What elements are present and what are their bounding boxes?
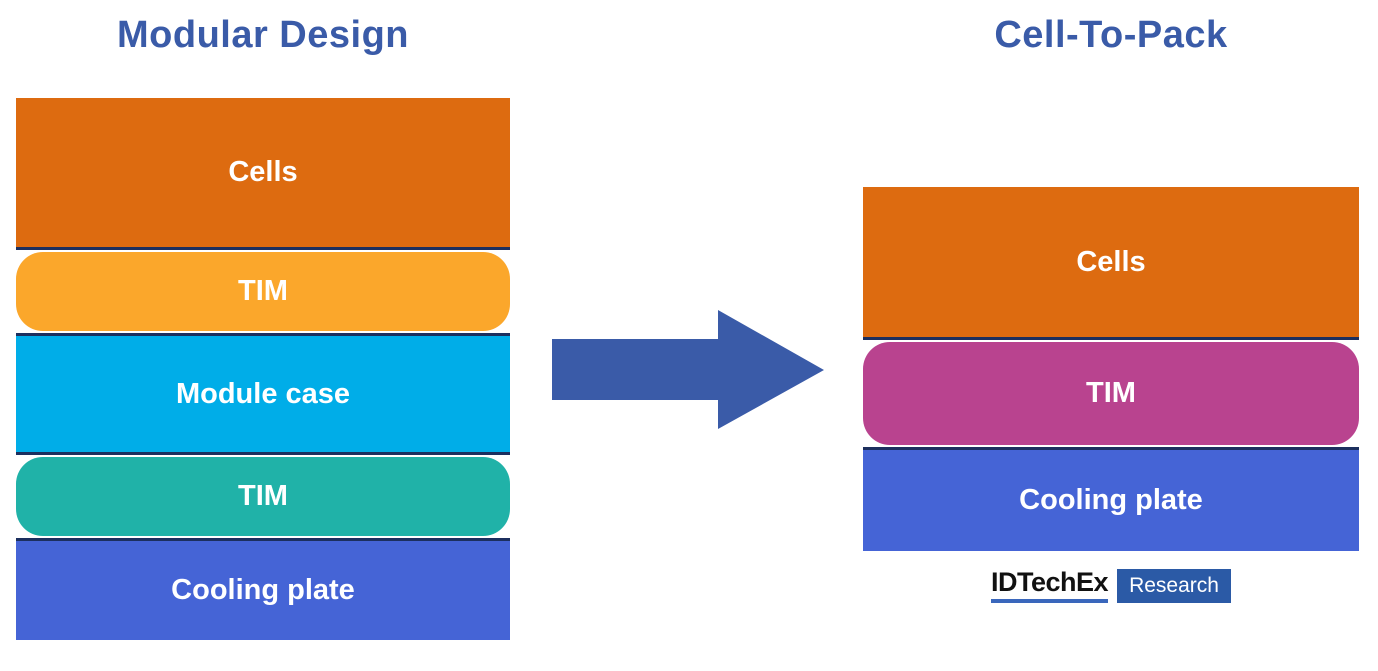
layer-label: Cooling plate [171,574,355,606]
left-panel-title: Modular Design [116,14,410,56]
layer-divider [863,337,1359,340]
layer-label: Cells [1076,245,1146,278]
right-arrow-icon [552,310,824,429]
layer-cooling-plate: Cooling plate [863,450,1359,551]
layer-divider [863,447,1359,450]
research-badge: Research [1117,569,1231,603]
idtechex-wordmark: IDTechEx [991,569,1109,603]
layer-label: Module case [175,377,351,410]
idtechex-logo: IDTechEx Research [863,569,1359,603]
layer-divider [16,247,510,250]
right-panel-title: Cell-To-Pack [994,14,1228,56]
layer-module-case: Module case [16,336,510,452]
layer-divider [16,333,510,336]
layer-label: Cooling plate [1019,484,1203,516]
layer-label: TIM [238,480,288,512]
layer-label: TIM [238,275,288,307]
layer-divider [16,538,510,541]
layer-divider [16,452,510,455]
layer-label: Cells [228,156,298,188]
layer-tim: TIM [16,252,510,331]
layer-cells: Cells [16,98,510,247]
layer-cooling-plate: Cooling plate [16,541,510,640]
layer-cells: Cells [863,187,1359,337]
layer-tim: TIM [863,342,1359,445]
layer-tim: TIM [16,457,510,536]
layer-label: TIM [1086,377,1136,409]
